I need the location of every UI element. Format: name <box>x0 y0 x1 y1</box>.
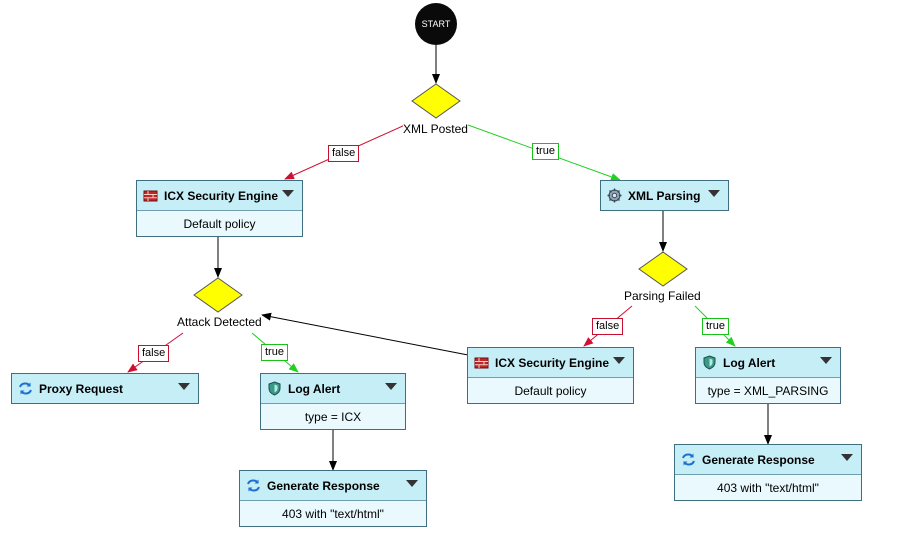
node-generate-response-left[interactable]: Generate Response 403 with "text/html" <box>239 470 427 527</box>
refresh-arrows-icon <box>682 453 695 466</box>
node-log-alert-left[interactable]: Log Alert type = ICX <box>260 373 406 430</box>
node-proxy-request[interactable]: Proxy Request <box>11 373 199 404</box>
node-xml-parsing[interactable]: XML Parsing <box>600 180 729 211</box>
node-detail: type = XML_PARSING <box>696 377 840 403</box>
chevron-down-icon[interactable] <box>708 190 720 197</box>
refresh-arrows-icon <box>247 479 260 492</box>
gear-icon <box>607 188 622 203</box>
node-generate-response-right[interactable]: Generate Response 403 with "text/html" <box>674 444 862 501</box>
node-log-alert-right[interactable]: Log Alert type = XML_PARSING <box>695 347 841 404</box>
edge-label-true: true <box>261 344 288 361</box>
node-title: Log Alert <box>288 381 341 396</box>
decision-label-attack-detected: Attack Detected <box>177 315 262 329</box>
start-label: START <box>421 19 451 29</box>
shield-icon <box>268 381 281 396</box>
edge-icx-right-to-attack-detected <box>261 312 469 356</box>
edge-label-true: true <box>702 318 729 335</box>
chevron-down-icon[interactable] <box>385 383 397 390</box>
node-title: Generate Response <box>267 478 380 493</box>
node-title: XML Parsing <box>628 188 701 203</box>
edge-label-true: true <box>532 143 559 160</box>
start-node[interactable]: START <box>415 3 457 45</box>
node-detail: Default policy <box>468 377 633 403</box>
decision-xml-posted[interactable] <box>411 83 461 119</box>
decision-label-xml-posted: XML Posted <box>403 122 468 136</box>
edge-label-false: false <box>138 345 170 362</box>
chevron-down-icon[interactable] <box>820 357 832 364</box>
node-detail: type = ICX <box>261 403 405 429</box>
chevron-down-icon[interactable] <box>406 480 418 487</box>
firewall-icon <box>474 357 489 369</box>
decision-attack-detected[interactable] <box>193 277 243 313</box>
refresh-arrows-icon <box>19 382 32 395</box>
firewall-icon <box>143 190 158 202</box>
edge-label-false: false <box>328 145 360 162</box>
shield-icon <box>703 355 716 370</box>
node-icx-security-engine-right[interactable]: ICX Security Engine Default policy <box>467 347 634 404</box>
chevron-down-icon[interactable] <box>178 383 190 390</box>
chevron-down-icon[interactable] <box>282 190 294 197</box>
decision-label-parsing-failed: Parsing Failed <box>624 289 701 303</box>
node-detail: 403 with "text/html" <box>675 474 861 500</box>
decision-parsing-failed[interactable] <box>638 251 688 287</box>
node-icx-security-engine-left[interactable]: ICX Security Engine Default policy <box>136 180 303 237</box>
node-detail: 403 with "text/html" <box>240 500 426 526</box>
node-title: Proxy Request <box>39 381 124 396</box>
node-title: ICX Security Engine <box>164 188 279 203</box>
chevron-down-icon[interactable] <box>841 454 853 461</box>
node-title: Log Alert <box>723 355 776 370</box>
node-title: Generate Response <box>702 452 815 467</box>
node-title: ICX Security Engine <box>495 355 610 370</box>
node-detail: Default policy <box>137 210 302 236</box>
edge-label-false: false <box>592 318 624 335</box>
chevron-down-icon[interactable] <box>613 357 625 364</box>
